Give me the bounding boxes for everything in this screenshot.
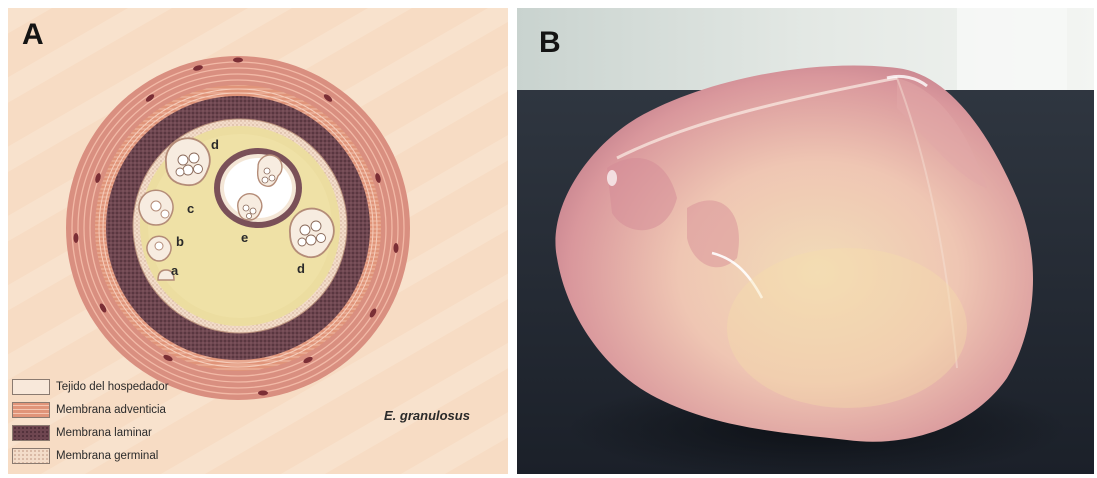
legend-swatch xyxy=(12,402,50,418)
legend-label: Tejido del hospedador xyxy=(56,381,169,393)
legend-label: Membrana adventicia xyxy=(56,404,166,416)
label-c: c xyxy=(187,201,194,216)
legend-item-adventitial: Membrana adventicia xyxy=(12,399,169,420)
legend-swatch xyxy=(12,448,50,464)
panel-letter-b: B xyxy=(539,26,561,60)
label-e: e xyxy=(241,230,248,245)
legend: Tejido del hospedador Membrana adventici… xyxy=(12,376,169,468)
legend-label: Membrana germinal xyxy=(56,450,158,462)
panel-b-photo: B xyxy=(517,8,1094,474)
legend-label: Membrana laminar xyxy=(56,427,152,439)
label-d-upper: d xyxy=(211,137,219,152)
legend-item-laminar: Membrana laminar xyxy=(12,422,169,443)
panel-a-diagram: A d c b a e d Tejido del hospedador Memb… xyxy=(8,8,508,474)
legend-item-host-tissue: Tejido del hospedador xyxy=(12,376,169,397)
label-d-right: d xyxy=(297,261,305,276)
legend-swatch xyxy=(12,379,50,395)
species-label: E. granulosus xyxy=(384,408,470,423)
legend-item-germinal: Membrana germinal xyxy=(12,445,169,466)
panel-letter-a: A xyxy=(22,18,44,52)
label-b: b xyxy=(176,234,184,249)
label-a: a xyxy=(171,263,178,278)
hydatid-cyst-photo xyxy=(517,8,1094,474)
legend-swatch xyxy=(12,425,50,441)
